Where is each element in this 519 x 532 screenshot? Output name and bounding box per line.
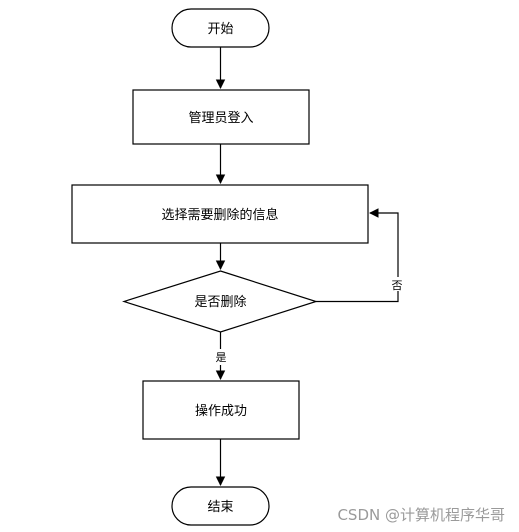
- success-node: 操作成功: [142, 380, 300, 440]
- decision-label: 是否删除: [194, 295, 246, 310]
- end-label: 结束: [207, 500, 233, 515]
- watermark: CSDN @计算机程序华哥: [337, 506, 505, 524]
- start-node: 开始: [171, 8, 270, 48]
- no-label-bg: [390, 277, 404, 291]
- select-node: 选择需要删除的信息: [71, 184, 369, 244]
- arrow-no-loop: [316, 208, 399, 303]
- no-label: 否: [392, 279, 403, 292]
- start-label: 开始: [207, 22, 233, 37]
- login-node: 管理员登入: [132, 89, 310, 145]
- select-label: 选择需要删除的信息: [161, 207, 278, 223]
- success-label: 操作成功: [195, 403, 247, 419]
- login-label: 管理员登入: [188, 111, 253, 126]
- yes-label: 是: [216, 351, 227, 364]
- decision-node: 是否删除: [122, 270, 318, 333]
- end-node: 结束: [171, 486, 270, 526]
- yes-label-bg: [213, 349, 229, 365]
